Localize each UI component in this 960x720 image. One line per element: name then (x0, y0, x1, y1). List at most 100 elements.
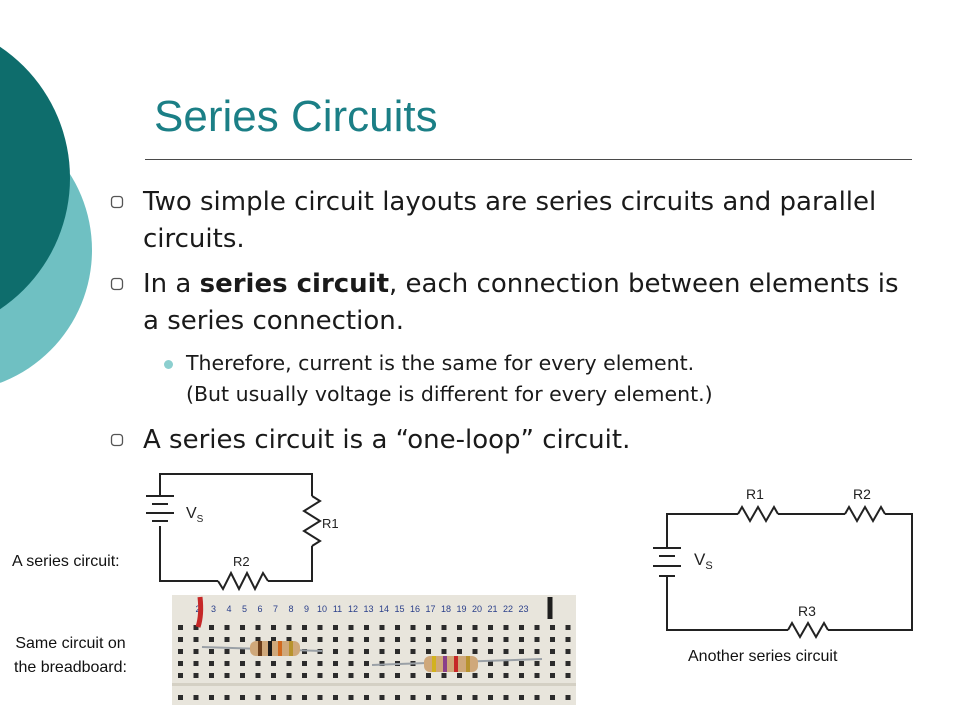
breadboard-hole (488, 695, 493, 700)
breadboard-hole (503, 661, 509, 666)
breadboard-column-number: 18 (441, 604, 451, 614)
breadboard-hole (457, 673, 462, 678)
breadboard-hole (286, 637, 292, 642)
breadboard-column-number: 8 (288, 604, 293, 614)
breadboard-hole (209, 673, 214, 678)
breadboard-hole (271, 695, 276, 700)
breadboard-body (172, 595, 576, 705)
breadboard-hole (395, 625, 400, 630)
breadboard-hole (255, 661, 261, 666)
breadboard-hole (302, 637, 307, 642)
breadboard-hole (364, 637, 369, 642)
breadboard-column-number: 16 (410, 604, 420, 614)
resistor-r2-symbol (844, 504, 886, 524)
breadboard-hole (519, 673, 524, 678)
breadboard-hole (193, 673, 199, 678)
breadboard-hole (209, 695, 214, 700)
breadboard-hole (503, 673, 509, 678)
breadboard-column-number: 23 (518, 604, 528, 614)
breadboard-column-number: 14 (379, 604, 389, 614)
another-series-circuit-schematic: VS R1 R2 R3 (653, 486, 913, 640)
resistor-body (250, 641, 300, 656)
breadboard-hole (364, 673, 369, 678)
breadboard-column-number: 11 (333, 604, 342, 614)
breadboard-hole (209, 649, 214, 654)
breadboard-channel (172, 683, 576, 686)
breadboard-hole (193, 695, 199, 700)
breadboard-hole (302, 661, 307, 666)
breadboard-hole (519, 649, 524, 654)
breadboard-column-number: 13 (363, 604, 373, 614)
breadboard-hole (224, 625, 230, 630)
left-wire (159, 526, 218, 582)
breadboard-hole (286, 661, 292, 666)
bullet-item: A series circuit is a “one-loop” circuit… (108, 422, 908, 459)
breadboard-hole (534, 637, 540, 642)
sub-bullet-line: (But usually voltage is different for ev… (186, 382, 713, 406)
breadboard-hole (240, 673, 245, 678)
breadboard-hole (534, 625, 540, 630)
hollow-square-bullet-icon (110, 277, 124, 291)
breadboard-hole (379, 661, 385, 666)
title-underline (145, 159, 912, 160)
resistor-r1-symbol (302, 495, 322, 547)
bullet-text: Two simple circuit layouts are series ci… (143, 187, 877, 254)
breadboard-hole (240, 649, 245, 654)
r2-label: R2 (233, 554, 250, 569)
breadboard-hole (565, 673, 571, 678)
breadboard-hole (302, 695, 307, 700)
breadboard-column-number: 3 (211, 604, 216, 614)
breadboard-hole (457, 637, 462, 642)
breadboard-hole (565, 661, 571, 666)
series-circuit-caption: A series circuit: (12, 553, 120, 570)
breadboard-hole (255, 695, 261, 700)
breadboard-hole (333, 637, 338, 642)
breadboard-hole (286, 673, 292, 678)
breadboard-hole (379, 649, 385, 654)
breadboard-hole (565, 649, 571, 654)
breadboard-hole (426, 637, 431, 642)
resistor-r3-symbol (787, 620, 829, 640)
breadboard-hole (364, 649, 369, 654)
breadboard-hole (317, 625, 323, 630)
breadboard-hole (348, 673, 354, 678)
resistor-photo-2 (371, 656, 543, 672)
breadboard-hole (333, 673, 338, 678)
breadboard-caption: Same circuit on the breadboard: (14, 632, 127, 680)
bullet-bold-term: series circuit (199, 269, 390, 299)
breadboard-hole (426, 695, 431, 700)
breadboard-hole (271, 661, 276, 666)
breadboard-hole (379, 695, 385, 700)
breadboard-hole (426, 649, 431, 654)
bullet-text: A series circuit is a “one-loop” circuit… (143, 425, 631, 455)
breadboard-hole (333, 625, 338, 630)
breadboard-hole (519, 695, 524, 700)
breadboard-caption-line: the breadboard: (14, 659, 127, 676)
breadboard-hole (410, 673, 416, 678)
sub-bullet-line: Therefore, current is the same for every… (186, 351, 695, 375)
hollow-square-bullet-icon (110, 195, 124, 209)
breadboard-hole (488, 661, 493, 666)
breadboard-hole (534, 673, 540, 678)
breadboard-column-number: 20 (472, 604, 482, 614)
breadboard-column-number: 21 (487, 604, 497, 614)
breadboard-holes (178, 625, 571, 700)
hollow-square-bullet-icon (110, 433, 124, 447)
breadboard-hole (441, 625, 447, 630)
resistor-r1-symbol (737, 504, 779, 524)
breadboard-hole (472, 695, 478, 700)
breadboard-hole (534, 661, 540, 666)
breadboard-hole (317, 695, 323, 700)
breadboard-hole (333, 661, 338, 666)
r3-label: R3 (798, 603, 816, 619)
breadboard-hole (488, 637, 493, 642)
sub-bullet-item: Therefore, current is the same for every… (108, 348, 908, 410)
breadboard-hole (317, 673, 323, 678)
breadboard-column-number: 2 (195, 604, 200, 614)
breadboard-hole (348, 661, 354, 666)
breadboard-hole (550, 637, 555, 642)
breadboard-hole (178, 673, 183, 678)
source-label: VS (186, 505, 204, 525)
